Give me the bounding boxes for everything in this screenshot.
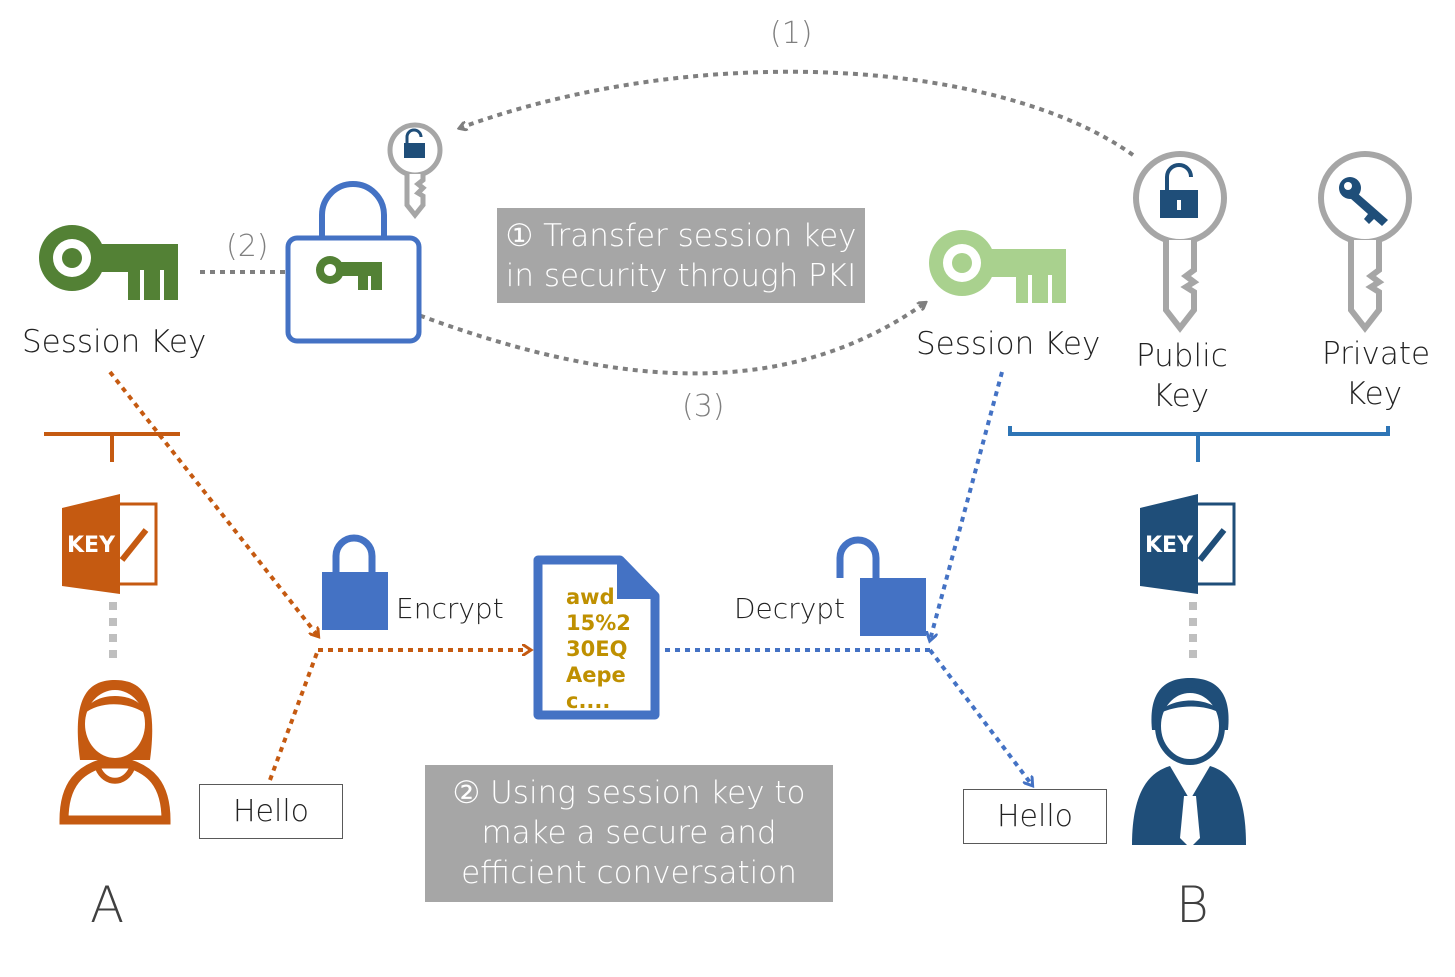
public-key-label: Public Key: [1136, 338, 1228, 414]
locked-session-key-icon: [285, 181, 422, 344]
key-card-b-text: KEY: [1145, 533, 1194, 558]
small-public-key-icon: [387, 122, 443, 220]
decrypt-lock-icon: [836, 536, 926, 636]
hello-message-b: Hello: [963, 789, 1107, 844]
party-b-label: B: [1176, 876, 1209, 934]
decrypt-label: Decrypt: [734, 592, 846, 625]
public-key-icon: [1133, 151, 1227, 333]
cipher-text: awd 15%2 30EQ Aepe c....: [566, 585, 631, 713]
party-a-label: A: [90, 876, 125, 934]
conversation-note: ② Using session key to make a secure and…: [425, 765, 833, 902]
bracket-b: [1008, 426, 1390, 462]
hello-message-a: Hello: [199, 784, 343, 839]
session-key-a-icon: [39, 225, 178, 300]
session-key-b-label: Session Key: [916, 326, 1101, 362]
private-key-label: Private Key: [1322, 336, 1431, 412]
session-key-b-icon: [929, 230, 1066, 303]
person-b-icon: [1132, 678, 1246, 848]
pki-note: ① Transfer session key in security throu…: [497, 208, 865, 303]
step3-label: (3): [682, 389, 725, 424]
arrow-session-to-encrypt: [108, 370, 318, 636]
key-card-a-icon: [62, 494, 158, 594]
arrow-step1: [460, 69, 1135, 157]
person-a-icon: [59, 680, 171, 825]
step2-label: (2): [226, 229, 269, 264]
arrow-step3: [391, 303, 925, 376]
bracket-a: [44, 432, 180, 462]
encrypt-lock-icon: [322, 534, 388, 630]
arrow-hello-to-encrypt: [268, 649, 320, 781]
session-key-a-label: Session Key: [22, 324, 207, 360]
key-card-a-text: KEY: [67, 533, 116, 558]
cipher-document-icon: [533, 555, 660, 720]
arrow-decrypt-to-hello: [928, 648, 1032, 785]
key-card-b-icon: [1140, 494, 1236, 594]
private-key-icon: [1318, 151, 1412, 333]
arrow-session-to-decrypt: [930, 371, 1004, 640]
step1-label: (1): [770, 16, 813, 51]
encrypt-label: Encrypt: [396, 592, 504, 625]
